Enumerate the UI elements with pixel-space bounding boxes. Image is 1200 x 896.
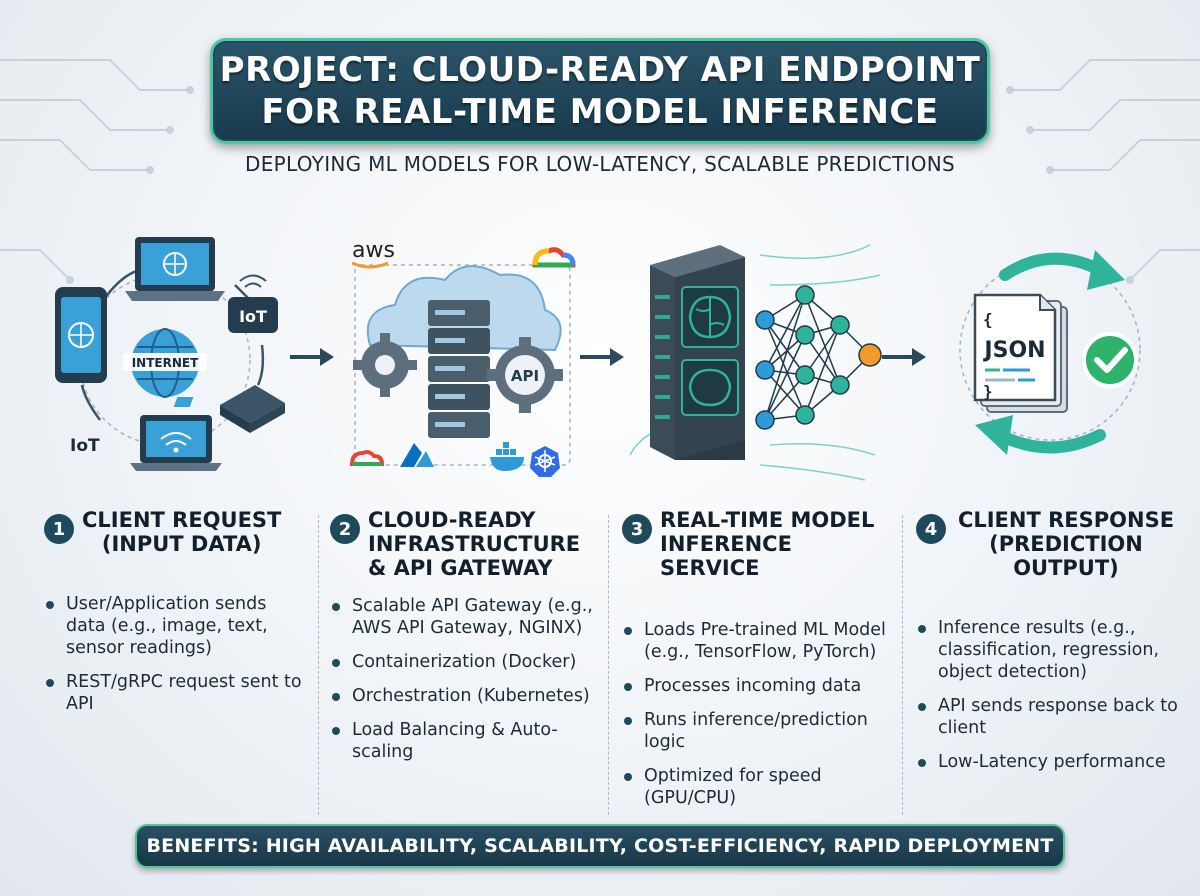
step-header: 3 REAL-TIME MODEL INFERENCE SERVICE: [622, 508, 894, 580]
iot-label-2: IoT: [70, 436, 100, 456]
json-open-brace: {: [983, 310, 993, 329]
client-devices-illustration: IoT INTERNET IoT: [55, 237, 285, 471]
list-item: Runs inference/prediction logic: [622, 709, 894, 753]
azure-icon: [400, 443, 434, 467]
internet-globe-icon: INTERNET: [123, 328, 207, 398]
step-heading-line: CLIENT RESPONSE: [957, 508, 1175, 532]
list-item: Scalable API Gateway (e.g., AWS API Gate…: [330, 595, 600, 639]
step-header: 1 CLIENT REQUEST (INPUT DATA): [44, 508, 306, 556]
docker-icon: [490, 442, 524, 471]
json-response-illustration: { JSON }: [959, 250, 1141, 455]
step-bullet-list: Loads Pre-trained ML Model (e.g., Tensor…: [622, 619, 894, 809]
step-heading: CLIENT RESPONSE (PREDICTION OUTPUT): [954, 508, 1178, 580]
list-item: REST/gRPC request sent to API: [44, 671, 306, 715]
server-tower-icon: [650, 245, 745, 460]
step-heading-line: & API GATEWAY: [368, 556, 553, 580]
server-stack-icon: [428, 300, 490, 438]
step-cloud-infrastructure: 2 CLOUD-READY INFRASTRUCTURE & API GATEW…: [330, 508, 600, 775]
list-item: Inference results (e.g., classification,…: [916, 617, 1178, 683]
step-heading: CLOUD-READY INFRASTRUCTURE & API GATEWAY: [368, 508, 580, 580]
step-heading-line: INFERENCE SERVICE: [660, 532, 792, 580]
google-cloud-icon: [532, 247, 576, 268]
step-heading-line: INFRASTRUCTURE: [368, 532, 581, 556]
gear-icon: [353, 333, 417, 397]
step-client-request: 1 CLIENT REQUEST (INPUT DATA) User/Appli…: [44, 508, 306, 727]
flow-arrow-1: [290, 348, 334, 366]
step-bullet-list: User/Application sends data (e.g., image…: [44, 593, 306, 715]
benefits-banner: BENEFITS: HIGH AVAILABILITY, SCALABILITY…: [135, 824, 1065, 868]
step-header: 2 CLOUD-READY INFRASTRUCTURE & API GATEW…: [330, 508, 600, 580]
step-number-badge: 2: [330, 514, 360, 544]
internet-label: INTERNET: [132, 356, 199, 370]
kubernetes-icon: [530, 446, 560, 477]
json-close-brace: }: [983, 382, 993, 401]
step-inference-service: 3 REAL-TIME MODEL INFERENCE SERVICE Load…: [622, 508, 894, 821]
step-bullet-list: Inference results (e.g., classification,…: [916, 617, 1178, 773]
step-heading-line: CLOUD-READY: [368, 508, 536, 532]
inference-service-illustration: [630, 244, 882, 481]
step-header: 4 CLIENT RESPONSE (PREDICTION OUTPUT): [916, 508, 1178, 580]
column-divider-2: [608, 515, 609, 815]
laptop-icon: [125, 237, 225, 301]
step-heading-line: (PREDICTION OUTPUT): [989, 532, 1143, 580]
step-heading: REAL-TIME MODEL INFERENCE SERVICE: [660, 508, 894, 580]
step-client-response: 4 CLIENT RESPONSE (PREDICTION OUTPUT) In…: [916, 508, 1178, 785]
step-number-badge: 1: [44, 514, 74, 544]
step-number-badge: 3: [622, 514, 652, 544]
list-item: Loads Pre-trained ML Model (e.g., Tensor…: [622, 619, 894, 663]
step-number-badge: 4: [916, 514, 946, 544]
api-label: API: [511, 367, 539, 385]
step-heading-line: CLIENT REQUEST: [82, 508, 282, 532]
router-icon: [173, 385, 285, 433]
laptop-wifi-icon: [130, 415, 222, 471]
subtitle: DEPLOYING ML MODELS FOR LOW-LATENCY, SCA…: [245, 152, 955, 176]
list-item: Low-Latency performance: [916, 751, 1178, 773]
iot-label-1: IoT: [239, 307, 267, 326]
list-item: API sends response back to client: [916, 695, 1178, 739]
list-item: User/Application sends data (e.g., image…: [44, 593, 306, 659]
column-divider-3: [902, 515, 903, 815]
api-gear-icon: API: [487, 337, 563, 413]
flow-arrow-2: [580, 348, 624, 366]
google-cloud-icon-small: [349, 450, 385, 466]
list-item: Load Balancing & Auto-scaling: [330, 719, 600, 763]
flow-arrow-3: [882, 348, 926, 366]
iot-device-icon: IoT: [228, 274, 278, 333]
neural-network-icon: [755, 285, 882, 430]
list-item: Containerization (Docker): [330, 651, 600, 673]
checkmark-icon: [1082, 332, 1138, 388]
step-bullet-list: Scalable API Gateway (e.g., AWS API Gate…: [330, 595, 600, 763]
step-heading-line: REAL-TIME MODEL: [660, 508, 875, 532]
json-label: JSON: [982, 338, 1045, 363]
smartphone-icon: [55, 287, 107, 383]
list-item: Processes incoming data: [622, 675, 894, 697]
list-item: Optimized for speed (GPU/CPU): [622, 765, 894, 809]
refresh-arrows-icon: [975, 250, 1125, 455]
aws-label: aws: [352, 238, 395, 263]
cloud-infrastructure-illustration: aws API: [349, 238, 576, 477]
column-divider-1: [318, 515, 319, 815]
title-line-2: FOR REAL-TIME MODEL INFERENCE: [261, 92, 939, 132]
step-heading: CLIENT REQUEST (INPUT DATA): [82, 508, 281, 556]
json-document-icon: { JSON }: [973, 293, 1068, 413]
list-item: Orchestration (Kubernetes): [330, 685, 600, 707]
title-banner: PROJECT: CLOUD-READY API ENDPOINT FOR RE…: [210, 38, 990, 144]
title-line-1: PROJECT: CLOUD-READY API ENDPOINT: [219, 50, 981, 90]
step-heading-line: (INPUT DATA): [101, 532, 262, 556]
